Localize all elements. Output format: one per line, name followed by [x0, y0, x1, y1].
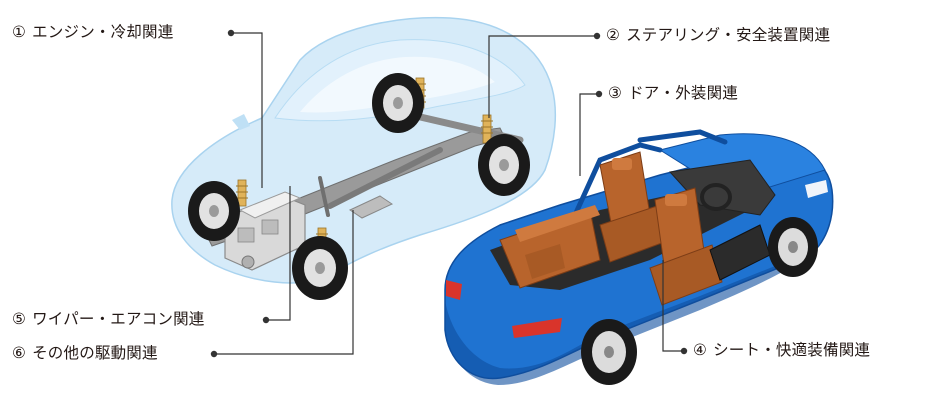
- leader-line-4: [662, 260, 684, 352]
- leader-line-5: [266, 186, 291, 321]
- label-door-exterior: ③ ドア・外装関連: [608, 84, 738, 102]
- a-pillar: [572, 142, 663, 218]
- label-text: ドア・外装関連: [628, 84, 739, 102]
- front-right-wheel: [292, 236, 348, 300]
- front-left-wheel: [188, 181, 240, 241]
- label-text: ステアリング・安全装置関連: [626, 26, 831, 44]
- label-wiper-aircon: ⑤ ワイパー・エアコン関連: [12, 310, 205, 328]
- driveshaft: [327, 147, 443, 209]
- leader-dots: [210, 29, 688, 358]
- leader-line-6: [214, 210, 354, 355]
- front-left-coil-spring: [236, 179, 248, 207]
- blue-car-front-wheel: [768, 217, 818, 277]
- rear-seat: [499, 205, 601, 289]
- headlight: [805, 180, 828, 198]
- leader-line-1: [231, 32, 263, 188]
- steering-column: [318, 176, 330, 217]
- blue-car-interior-illustration: [444, 129, 834, 385]
- rear-left-wheel: [372, 73, 424, 133]
- label-text: その他の駆動関連: [32, 344, 158, 362]
- label-number: ⑤: [12, 310, 27, 328]
- label-text: シート・快適装備関連: [713, 341, 871, 359]
- rear-right-wheel: [478, 134, 530, 196]
- leader-lines: [214, 32, 684, 355]
- ghost-side-mirror: [232, 114, 250, 130]
- label-number: ③: [608, 84, 623, 102]
- label-number: ④: [693, 341, 708, 359]
- label-number: ①: [12, 23, 27, 41]
- front-left-seat: [599, 151, 671, 263]
- rear-side-light: [446, 280, 462, 300]
- label-number: ②: [606, 26, 621, 44]
- label-engine-cooling: ① エンジン・冷却関連: [12, 23, 173, 41]
- leader-line-2: [488, 35, 597, 118]
- windshield-frame: [637, 129, 728, 145]
- label-steering-safety: ② ステアリング・安全装置関連: [606, 26, 830, 44]
- label-other-drive: ⑥ その他の駆動関連: [12, 344, 158, 362]
- front-right-seat: [649, 187, 723, 306]
- label-number: ⑥: [12, 344, 27, 362]
- muffler: [348, 195, 394, 219]
- car-body-shading: [445, 252, 810, 385]
- blue-car-rear-wheel: [581, 319, 637, 385]
- transparent-car-chassis-illustration: [171, 16, 557, 300]
- label-text: エンジン・冷却関連: [32, 23, 174, 41]
- label-text: ワイパー・エアコン関連: [32, 310, 205, 328]
- label-seat-comfort: ④ シート・快適装備関連: [693, 341, 870, 359]
- leader-line-3: [579, 93, 599, 176]
- steering-wheel: [700, 183, 732, 211]
- tail-light: [512, 318, 562, 338]
